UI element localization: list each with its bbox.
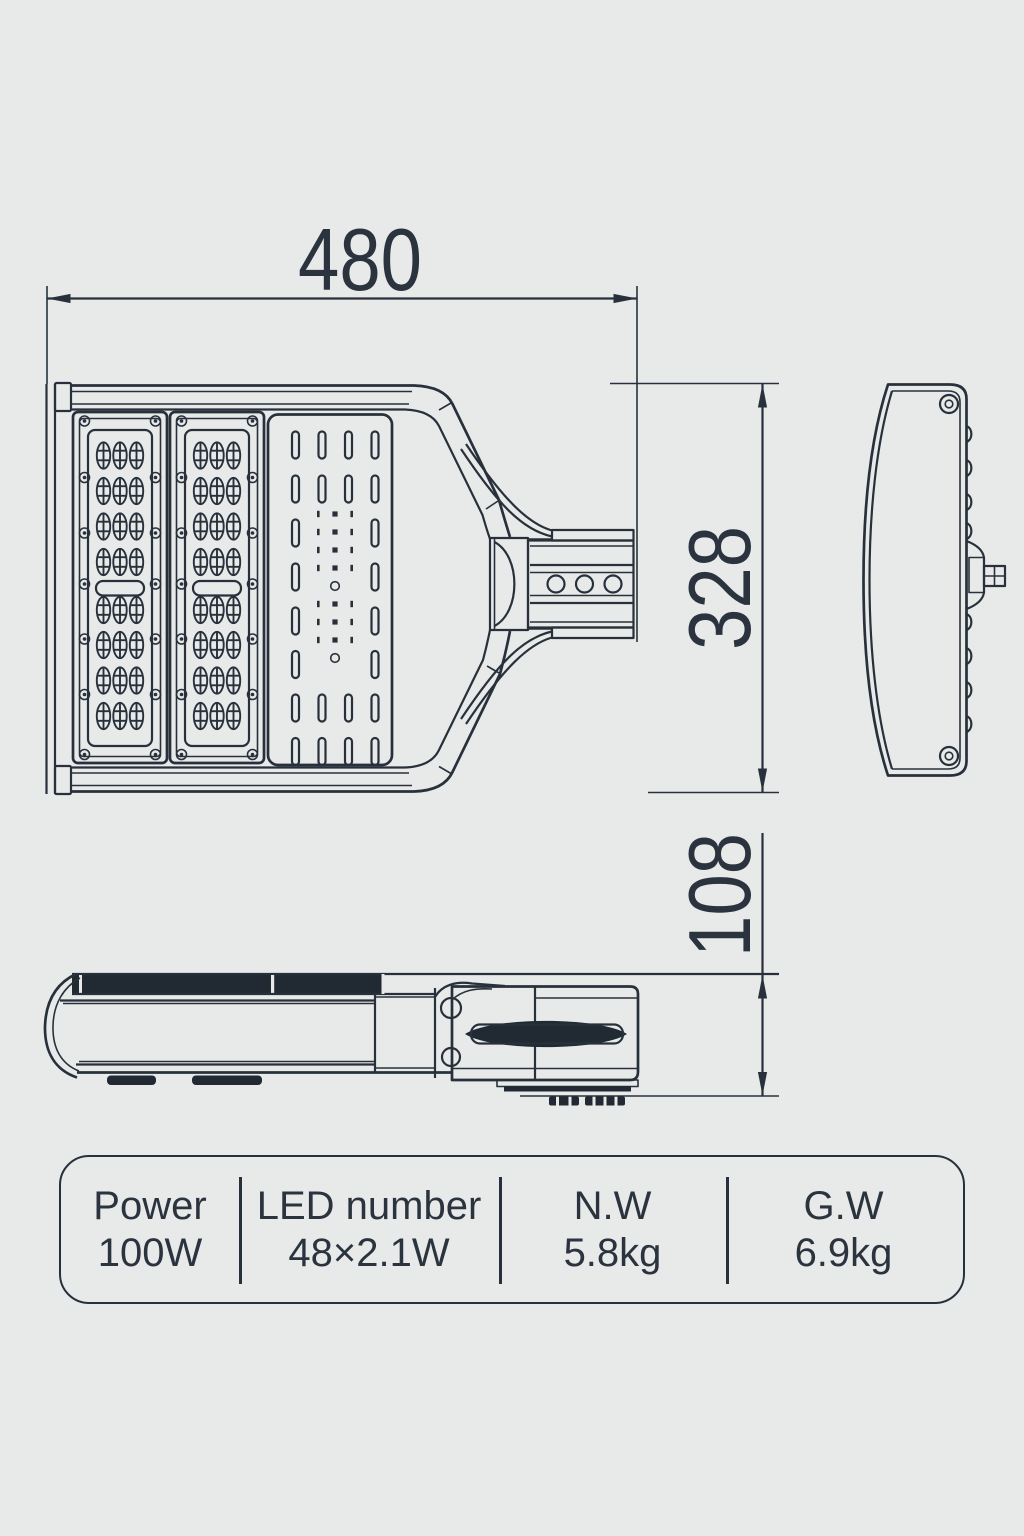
spec-label-net-weight: N.W (573, 1183, 652, 1228)
dimension-width: 480 (46, 210, 638, 642)
side-view (862, 383, 1007, 777)
spec-value-net-weight: 5.8kg (563, 1230, 662, 1275)
perforated-panel (266, 413, 394, 767)
spec-cell-led-number: LED number 48×2.1W (239, 1157, 499, 1302)
heatsink-strip (72, 975, 383, 994)
spec-value-gross-weight: 6.9kg (794, 1230, 893, 1275)
spec-cell-net-weight: N.W 5.8kg (499, 1157, 726, 1302)
spec-label-power: Power (93, 1183, 207, 1228)
mounting-arm-plan (488, 528, 635, 640)
table-divider (499, 1177, 502, 1284)
side-connector (966, 539, 1007, 611)
spec-cell-power: Power 100W (61, 1157, 239, 1302)
spec-table: Power 100W LED number 48×2.1W N.W 5.8kg … (59, 1155, 965, 1304)
table-divider (726, 1177, 729, 1284)
dimension-height: 328 (610, 382, 779, 794)
dimension-height-label: 328 (670, 526, 769, 650)
top-view (45, 381, 635, 796)
spec-label-led-number: LED number (256, 1183, 482, 1228)
spec-value-led-number: 48×2.1W (288, 1230, 450, 1275)
spec-value-power: 100W (97, 1230, 203, 1275)
mounting-bracket-profile (434, 981, 640, 1106)
bottom-view (43, 972, 779, 1106)
dimension-width-label: 480 (298, 210, 422, 309)
spec-cell-gross-weight: G.W 6.9kg (726, 1157, 961, 1302)
spec-label-gross-weight: G.W (803, 1183, 884, 1228)
dimension-depth: 108 (520, 833, 779, 1097)
dimension-depth-label: 108 (670, 833, 769, 957)
table-divider (239, 1177, 242, 1284)
